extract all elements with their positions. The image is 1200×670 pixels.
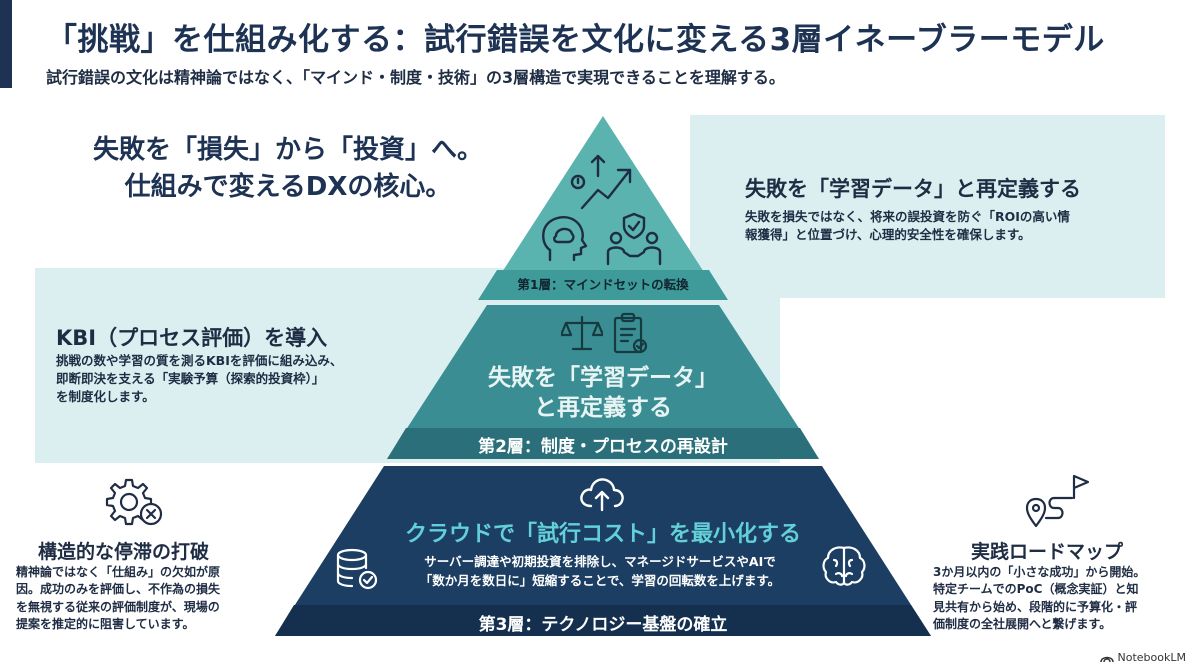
notebooklm-logo-icon (1099, 656, 1114, 662)
top-right-callout-title: 失敗を「学習データ」と再定義する (745, 177, 1081, 201)
people-shield-icon (606, 212, 662, 266)
top-right-callout-line-2: 報獲得」と位置づけ、心理的安全性を確保します。 (745, 227, 1031, 243)
gear-error-icon (105, 478, 163, 526)
bottom-right-callout-title: 実践ロードマップ (971, 541, 1124, 563)
hero-message: 失敗を「損失」から「投資」へ。 仕組みで変えるDXの核心。 (78, 132, 498, 206)
bottom-right-callout-line-3: 見共有から始め、段階的に予算化・評 (933, 599, 1138, 614)
bottom-left-callout-line-1: 精神論ではなく「仕組み」の欠如が原 (16, 565, 221, 579)
tier2-label: 第2層：制度・プロセスの再設計 (478, 437, 728, 457)
bottom-right-callout-text: 3か月以内の「小さな成功」から開始。 特定チームでのPoC（概念実証）と知 見共… (933, 564, 1188, 634)
mid-left-callout-line-3: を制度化します。 (56, 389, 155, 405)
page-title: 「挑戦」を仕組み化する：試行錯誤を文化に変える3層イネーブラーモデル (46, 22, 1105, 58)
brain-icon (822, 546, 866, 586)
hero-line-1: 失敗を「損失」から「投資」へ。 (92, 135, 483, 165)
tier1-shape (484, 116, 722, 300)
cloud-upload-icon (580, 478, 624, 512)
top-right-callout-line-1: 失敗を損失ではなく、将来の誤投資を防ぐ「ROIの高い情 (745, 209, 1070, 224)
tier2-label-strip (387, 428, 819, 459)
clipboard-check-icon (613, 312, 648, 354)
tier3-label-strip (275, 605, 931, 636)
tier3-shape (275, 466, 931, 636)
mid-left-callout-text: 挑戦の数や学習の質を測るKBIを評価に組み込み、 即断即決を支える「実験予算（探… (56, 352, 396, 406)
notebooklm-logo: NotebookLM (1099, 651, 1186, 664)
bottom-right-callout-line-1: 3か月以内の「小さな成功」から開始。 (933, 565, 1146, 579)
scale-balance-icon (561, 315, 603, 351)
tier2-shape (387, 305, 819, 459)
top-right-callout-text: 失敗を損失ではなく、将来の誤投資を防ぐ「ROIの高い情 報獲得」と位置づけ、心理… (745, 208, 1145, 244)
brain-head-icon (542, 216, 588, 262)
database-check-icon (336, 548, 378, 590)
notebooklm-logo-text: NotebookLM (1117, 651, 1186, 664)
roadmap-pin-flag-icon (1025, 474, 1090, 528)
title-accent-bar (0, 0, 12, 88)
bottom-right-callout-line-2: 特定チームでのPoC（概念実証）と知 (933, 582, 1139, 597)
tier3-body-line-1: サーバー調達や初期投資を排除し、マネージドサービスやAIで (424, 554, 776, 569)
mid-left-callout-line-1: 挑戦の数や学習の質を測るKBIを評価に組み込み、 (56, 353, 343, 368)
hero-line-2: 仕組みで変えるDXの核心。 (124, 171, 452, 202)
bottom-left-callout-text: 精神論ではなく「仕組み」の欠如が原 因。成功のみを評価し、不作為の損失 を無視す… (16, 564, 266, 634)
bottom-right-callout-line-4: 価制度の全社展開へと繋げます。 (933, 617, 1112, 632)
tier1-label: 第1層：マインドセットの転換 (517, 277, 689, 292)
growth-arrow-icon (570, 154, 632, 210)
bottom-left-callout-title: 構造的な停滞の打破 (38, 541, 210, 563)
tier3-body: サーバー調達や初期投資を排除し、マネージドサービスやAIで 「数か月を数日に」短… (384, 552, 816, 591)
tier3-title: クラウドで「試行コスト」を最小化する (404, 522, 801, 547)
mid-left-callout-title: KBI（プロセス評価）を導入 (56, 326, 328, 350)
tier2-title: 失敗を「学習データ」 と再定義する (430, 364, 776, 424)
bottom-left-callout-line-4: 提案を推定的に阻害しています。 (16, 617, 195, 632)
tier2-title-line-1: 失敗を「学習データ」 (488, 365, 718, 391)
mid-left-callout-line-2: 即断即決を支える「実験予算（探索的投資枠）」 (56, 371, 325, 387)
top-right-band (690, 115, 1165, 298)
tier3-body-line-2: 「数か月を数日に」短縮することで、学習の回転数を上げます。 (419, 573, 781, 589)
page-subtitle: 試行錯誤の文化は精神論ではなく、「マインド・制度・技術」の3層構造で実現できるこ… (46, 68, 785, 87)
bottom-left-callout-line-3: を無視する従来の評価制度が、現場の (16, 599, 220, 614)
tier3-label: 第3層：テクノロジー基盤の確立 (478, 615, 728, 635)
bottom-left-callout-line-2: 因。成功のみを評価し、不作為の損失 (16, 582, 221, 597)
tier2-title-line-2: と再定義する (534, 394, 672, 421)
tier1-label-strip (478, 270, 728, 300)
